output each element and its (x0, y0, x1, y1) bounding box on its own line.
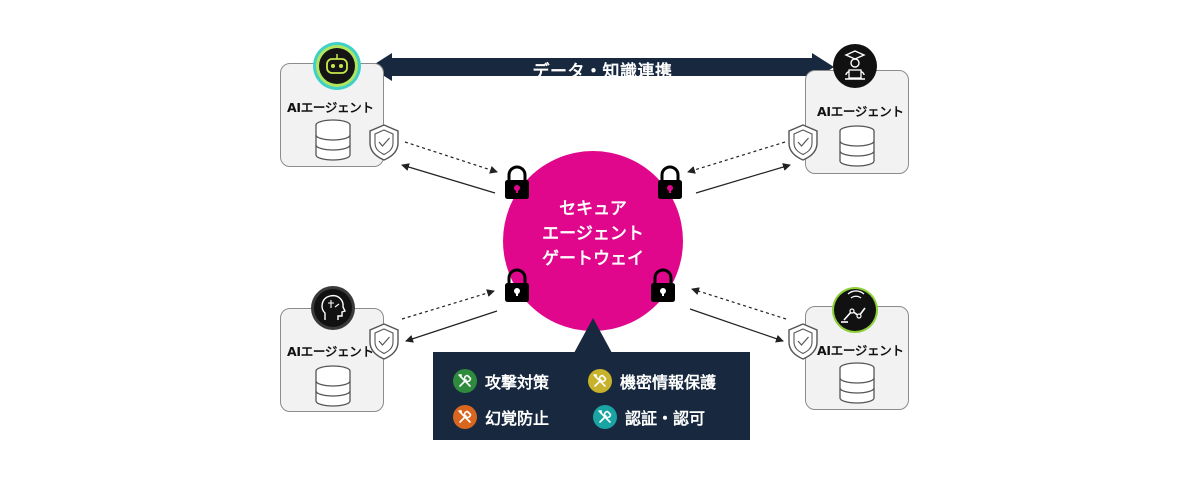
data-sharing-label: データ・知識連携 (532, 62, 673, 82)
tools-icon (593, 405, 617, 429)
agent-label: AIエージェント (817, 104, 904, 119)
link-tl-solid (401, 163, 496, 194)
feature-label: 認証・認可 (625, 409, 706, 428)
link-tr-solid (695, 163, 791, 194)
link-tl-dashed (404, 141, 498, 174)
link-tr-dashed (687, 141, 786, 174)
feature-panel: 攻撃対策 機密情報保護 幻覚防止 認証・認可 (433, 352, 750, 440)
link-bl-dashed (401, 289, 495, 320)
link-br-solid (689, 308, 784, 343)
feature-label: 機密情報保護 (620, 373, 717, 392)
agent-box-top-right (805, 70, 909, 174)
gateway-title-line: ゲートウェイ (542, 249, 644, 269)
feature-label: 攻撃対策 (485, 373, 550, 392)
gateway-title-line: セキュア (559, 199, 627, 219)
gateway-title-line: エージェント (542, 224, 644, 244)
agent-label: AIエージェント (817, 343, 904, 358)
lock-icon (649, 268, 677, 304)
lock-icon (503, 268, 531, 304)
link-bl-solid (405, 310, 498, 343)
feature-label: 幻覚防止 (485, 409, 550, 428)
tools-icon (453, 369, 477, 393)
tools-icon (453, 405, 477, 429)
tools-icon (588, 369, 612, 393)
agent-box-bottom-left (280, 308, 384, 412)
agent-label: AIエージェント (287, 344, 374, 359)
agent-label: AIエージェント (287, 100, 374, 115)
feature-attack-protection: 攻撃対策 (453, 368, 549, 394)
feature-hallucination-prevention: 幻覚防止 (453, 404, 549, 430)
feature-authentication: 認証・認可 (593, 404, 705, 430)
gateway-title: セキュア エージェント ゲートウェイ (503, 197, 683, 272)
feature-confidential-protection: 機密情報保護 (588, 368, 716, 394)
connections (401, 141, 791, 343)
lock-icon (656, 165, 684, 201)
data-sharing-arrow (370, 53, 834, 81)
link-br-dashed (691, 287, 787, 320)
lock-icon (503, 165, 531, 201)
gateway-hub (503, 151, 683, 331)
callout-pointer (574, 318, 612, 353)
